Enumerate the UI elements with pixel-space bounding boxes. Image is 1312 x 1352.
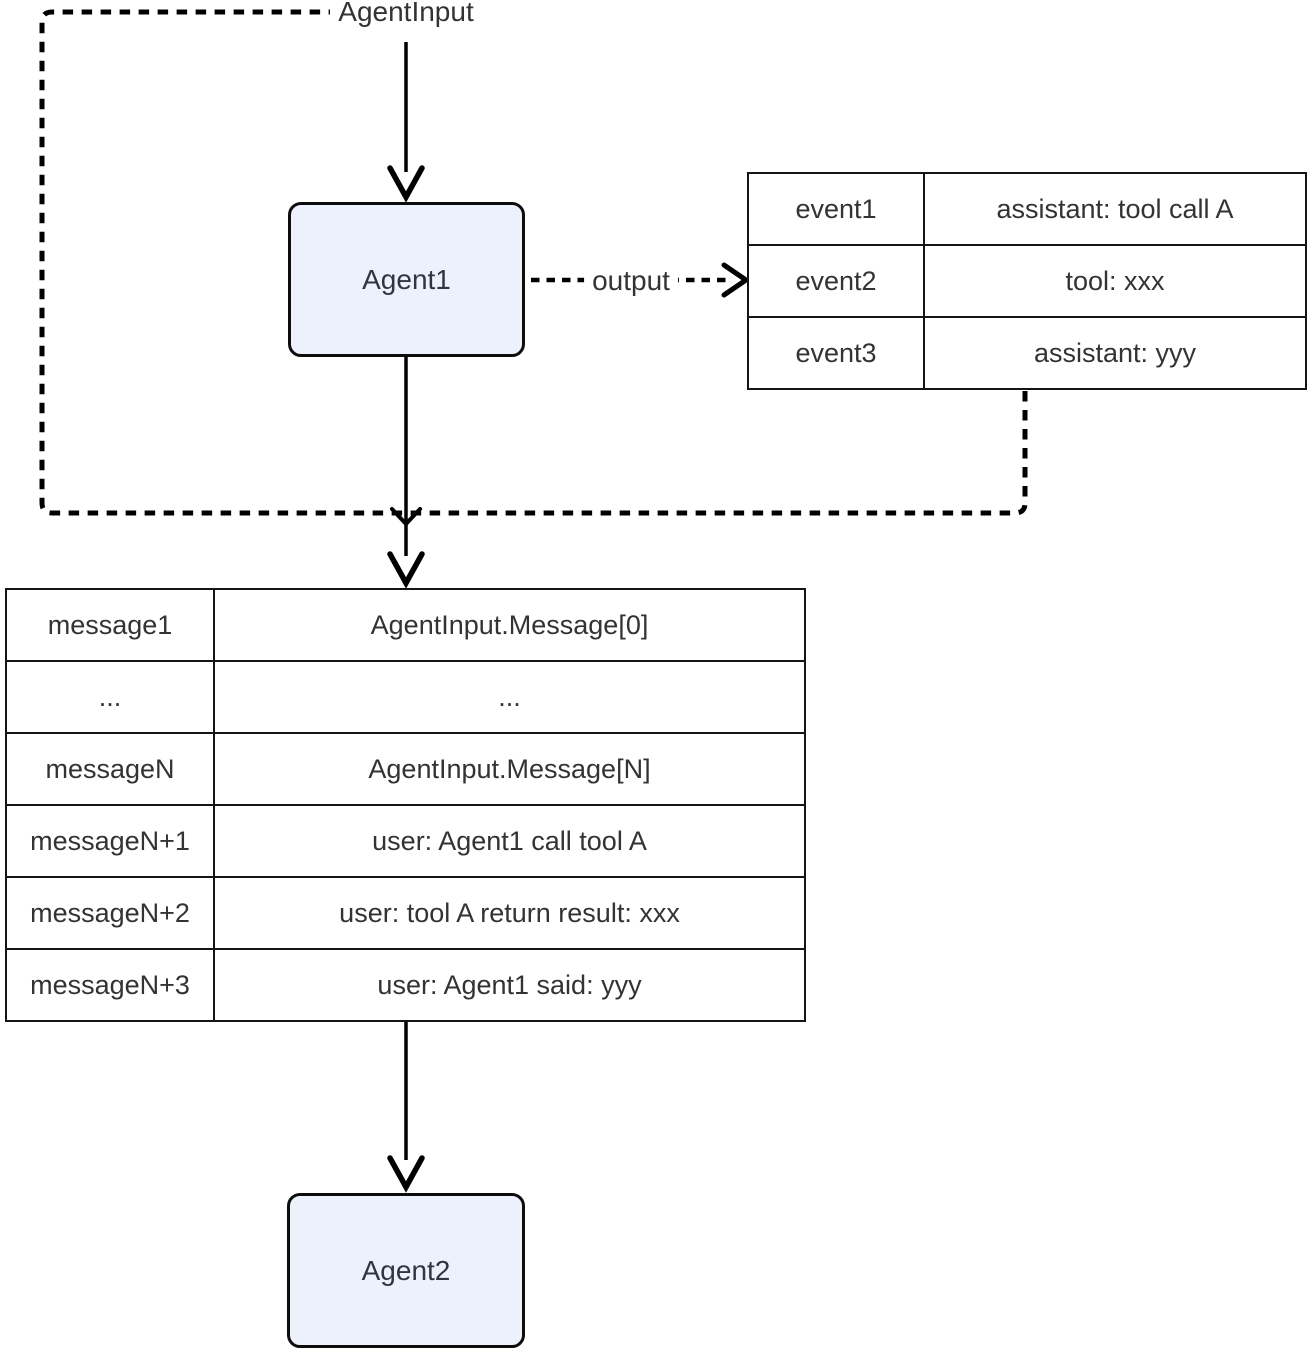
feedback-loop-dashed-line — [39, 9, 1028, 516]
message-table-row: messageN+2 user: tool A return result: x… — [7, 878, 804, 950]
agent1-label: Agent1 — [362, 263, 451, 295]
event-table: event1 assistant: tool call A event2 too… — [747, 172, 1307, 390]
arrowhead-messages-to-agent2 — [387, 1155, 425, 1193]
agent-input-label: AgentInput — [334, 0, 478, 27]
message-key-cell: message1 — [7, 590, 215, 660]
message-key-cell: messageN+1 — [7, 806, 215, 876]
event-key-cell: event2 — [749, 246, 925, 316]
event-value-cell: assistant: tool call A — [996, 193, 1234, 224]
arrowhead-input-to-agent1 — [387, 165, 425, 203]
arrowhead-output-to-events — [721, 262, 751, 298]
message-value-cell: ... — [498, 681, 521, 712]
message-value-cell: AgentInput.Message[N] — [368, 753, 651, 784]
message-table-row: messageN+3 user: Agent1 said: yyy — [7, 950, 804, 1020]
event-value-cell: assistant: yyy — [1033, 337, 1197, 368]
event-table-row: event3 assistant: yyy — [749, 318, 1305, 388]
message-value-cell: user: Agent1 call tool A — [372, 825, 647, 856]
message-value-cell: AgentInput.Message[0] — [370, 609, 649, 640]
agent2-label: Agent2 — [361, 1254, 451, 1286]
event-value-cell: tool: xxx — [1065, 265, 1165, 296]
node-agent1: Agent1 — [288, 202, 525, 357]
message-key-cell: ... — [7, 662, 215, 732]
message-table-row: messageN AgentInput.Message[N] — [7, 734, 804, 806]
message-value-cell: user: tool A return result: xxx — [339, 897, 680, 928]
message-table: message1 AgentInput.Message[0] ... ... m… — [5, 588, 806, 1022]
output-edge-label: output — [584, 265, 678, 297]
event-table-row: event1 assistant: tool call A — [749, 174, 1305, 246]
event-key-cell: event3 — [749, 318, 925, 388]
event-table-row: event2 tool: xxx — [749, 246, 1305, 318]
message-table-row: messageN+1 user: Agent1 call tool A — [7, 806, 804, 878]
node-agent2: Agent2 — [287, 1193, 525, 1348]
event-key-cell: event1 — [749, 174, 925, 244]
message-value-cell: user: Agent1 said: yyy — [377, 969, 642, 1000]
message-table-row: message1 AgentInput.Message[0] — [7, 590, 804, 662]
message-key-cell: messageN+2 — [7, 878, 215, 948]
message-key-cell: messageN — [7, 734, 215, 804]
arrowhead-agent1-to-messages — [387, 551, 425, 589]
message-table-row: ... ... — [7, 662, 804, 734]
message-key-cell: messageN+3 — [7, 950, 215, 1020]
arrowhead-mid-crossing — [390, 507, 422, 527]
